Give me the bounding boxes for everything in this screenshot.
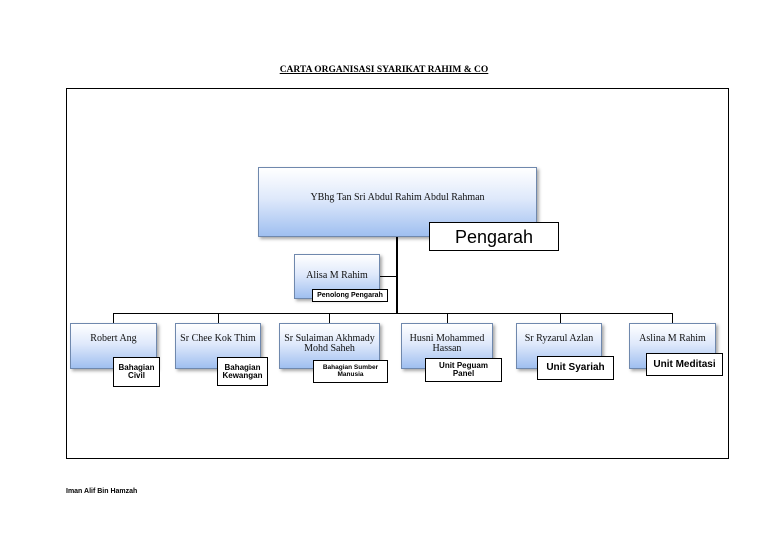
chart-frame	[66, 88, 729, 459]
department-role-tag: Unit Peguam Panel	[425, 358, 502, 382]
department-role: Bahagian Kewangan	[222, 362, 263, 380]
department-name: Husni Mohammed Hassan	[409, 333, 485, 354]
director-role-tag: Pengarah	[429, 222, 559, 251]
connector-drop-3	[329, 313, 330, 323]
assistant-name: Alisa M Rahim	[306, 270, 368, 281]
author-footer: Iman Alif Bin Hamzah	[66, 488, 138, 495]
assistant-role: Penolong Pengarah	[317, 292, 383, 299]
department-role-tag: Unit Syariah	[537, 356, 614, 380]
connector-drop-6	[672, 313, 673, 323]
department-name: Aslina M Rahim	[639, 333, 706, 344]
department-role-tag: Unit Meditasi	[646, 353, 723, 376]
connector-drop-1	[113, 313, 114, 323]
assistant-role-tag: Penolong Pengarah	[312, 289, 388, 302]
department-role-tag: Bahagian Sumber Manusia	[313, 360, 388, 383]
department-role: Bahagian Sumber Manusia	[322, 364, 379, 378]
connector-assistant	[380, 276, 397, 277]
department-role-tag: Bahagian Kewangan	[217, 357, 268, 386]
department-name: Sr Ryzarul Azlan	[524, 333, 594, 344]
department-role: Bahagian Civil	[118, 363, 155, 380]
director-name: YBhg Tan Sri Abdul Rahim Abdul Rahman	[310, 192, 485, 203]
connector-drop-2	[218, 313, 219, 323]
department-role: Unit Meditasi	[653, 358, 716, 370]
connector-horizontal	[113, 313, 672, 314]
department-name: Sr Chee Kok Thim	[180, 333, 256, 344]
department-role-tag: Bahagian Civil	[113, 357, 160, 387]
department-role: Unit Peguam Panel	[439, 361, 488, 378]
connector-drop-5	[560, 313, 561, 323]
chart-title: CARTA ORGANISASI SYARIKAT RAHIM & CO	[279, 65, 489, 75]
director-role: Pengarah	[454, 226, 534, 247]
department-role: Unit Syariah	[546, 362, 605, 373]
connector-trunk	[396, 236, 398, 313]
department-name: Sr Sulaiman Akhmady Mohd Saheh	[284, 333, 375, 354]
department-name: Robert Ang	[90, 333, 137, 344]
connector-drop-4	[447, 313, 448, 323]
